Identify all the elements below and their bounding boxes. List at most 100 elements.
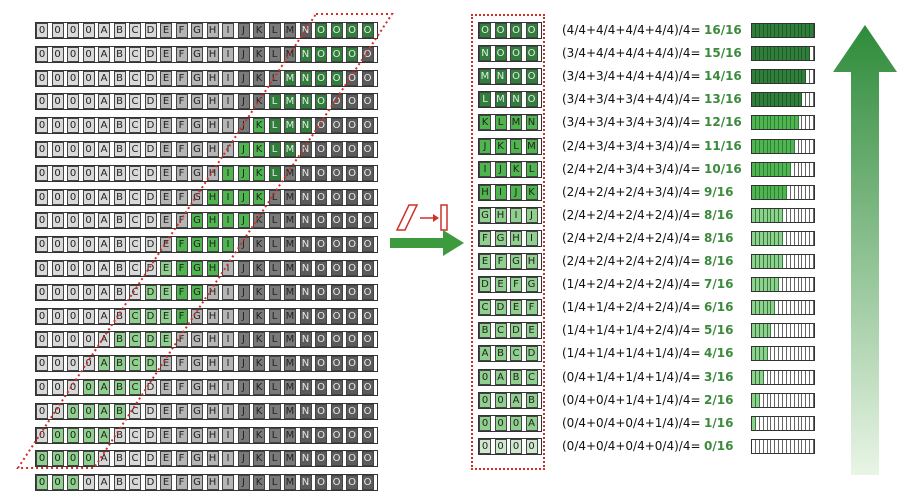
progress-segment: [775, 47, 780, 61]
window-cell: 0: [494, 392, 507, 408]
progress-segment: [755, 47, 760, 61]
fraction-value: 4/16: [704, 346, 734, 361]
progress-segment: [802, 139, 807, 153]
fraction-value: 0/16: [704, 438, 734, 453]
fraction-value: 5/16: [704, 323, 734, 338]
matrix-cell: O: [315, 23, 327, 38]
progress-segment: [786, 439, 791, 453]
progress-segment: [763, 208, 768, 222]
matrix-cell: J: [237, 165, 250, 181]
progress-segment: [779, 439, 783, 453]
fraction-value: 8/16: [704, 230, 734, 245]
matrix-cell: B: [113, 261, 126, 276]
matrix-cell: I: [222, 213, 234, 229]
progress-segment: [771, 24, 776, 37]
matrix-cell: I: [222, 332, 234, 348]
matrix-cell: O: [315, 332, 327, 348]
matrix-cell: O: [346, 70, 358, 86]
progress-segment: [810, 162, 814, 176]
matrix-cell: K: [253, 332, 265, 348]
progress-segment: [810, 416, 814, 430]
window-cell: J: [510, 184, 522, 200]
window-cell: 0: [494, 438, 507, 454]
progress-segment: [752, 255, 756, 268]
matrix-cell: H: [206, 237, 219, 253]
progress-segment: [763, 47, 768, 61]
progress-segment: [783, 116, 787, 130]
window-cell: O: [525, 69, 538, 85]
formula-text: (2/4+2/4+2/4+2/4)/4=: [562, 230, 701, 245]
fraction-value: 2/16: [704, 392, 734, 407]
matrix-cell: O: [346, 189, 358, 205]
window-selection-frame: [471, 14, 545, 470]
matrix-cell: L: [268, 70, 281, 86]
matrix-cell: E: [160, 380, 172, 395]
matrix-cell: E: [160, 46, 172, 62]
window-cell: C: [494, 323, 507, 339]
matrix-cell: O: [361, 451, 374, 467]
matrix-cell: O: [315, 308, 327, 324]
progress-segment: [786, 47, 791, 61]
progress-segment: [794, 139, 799, 153]
matrix-cell: M: [284, 332, 296, 348]
progress-segment: [786, 162, 791, 176]
progress-segment: [810, 347, 814, 361]
window-cell: F: [494, 254, 507, 269]
window-cell: 0: [510, 415, 522, 431]
progress-segment: [767, 347, 772, 361]
progress-segment: [755, 393, 760, 407]
matrix-cell: M: [284, 23, 296, 38]
window-cell: 0: [510, 438, 522, 454]
progress-segment: [783, 347, 787, 361]
progress-segment: [802, 416, 807, 430]
progress-segment: [775, 301, 780, 315]
matrix-cell: E: [160, 70, 172, 86]
matrix-cell: E: [160, 308, 172, 324]
progress-segment: [794, 439, 799, 453]
progress-segment: [790, 70, 795, 84]
matrix-cell: 0: [36, 284, 48, 300]
matrix-cell: B: [113, 284, 126, 300]
matrix-cell: 0: [67, 118, 79, 134]
matrix-cell: F: [175, 380, 188, 395]
matrix-cell: D: [144, 165, 157, 181]
matrix-cell: H: [206, 284, 219, 300]
progress-segment: [755, 93, 760, 107]
matrix-cell: 0: [67, 165, 79, 181]
matrix-cell: G: [191, 356, 203, 372]
matrix-cell: L: [268, 165, 281, 181]
matrix-cell: B: [113, 308, 126, 324]
matrix-cell: K: [253, 94, 265, 110]
progress-segment: [763, 439, 768, 453]
progress-segment: [763, 231, 768, 245]
matrix-cell: 0: [51, 308, 64, 324]
matrix-cell: 0: [36, 46, 48, 62]
matrix-cell: A: [98, 332, 110, 348]
progress-segment: [755, 162, 760, 176]
progress-segment: [794, 208, 799, 222]
progress-segment: [806, 370, 811, 384]
matrix-cell: D: [144, 451, 157, 467]
progress-segment: [802, 70, 807, 84]
progress-segment: [752, 439, 756, 453]
progress-segment: [775, 139, 780, 153]
matrix-cell: 0: [51, 451, 64, 467]
progress-segment: [783, 278, 787, 292]
progress-segment: [798, 70, 803, 84]
progress-segment: [775, 185, 780, 199]
window-cell: A: [525, 415, 538, 431]
progress-segment: [786, 393, 791, 407]
window-row: [478, 345, 542, 363]
matrix-cell: 0: [36, 261, 48, 276]
matrix-cell: E: [160, 23, 172, 38]
matrix-cell: 0: [36, 451, 48, 467]
formula-text: (0/4+1/4+1/4+1/4)/4=: [562, 369, 701, 384]
progress-segment: [802, 301, 807, 315]
matrix-cell: M: [284, 427, 296, 443]
matrix-cell: O: [346, 165, 358, 181]
progress-segment: [767, 416, 772, 430]
window-cell: B: [510, 369, 522, 385]
matrix-cell: H: [206, 451, 219, 467]
matrix-cell: K: [253, 356, 265, 372]
matrix-cell: L: [268, 237, 281, 253]
